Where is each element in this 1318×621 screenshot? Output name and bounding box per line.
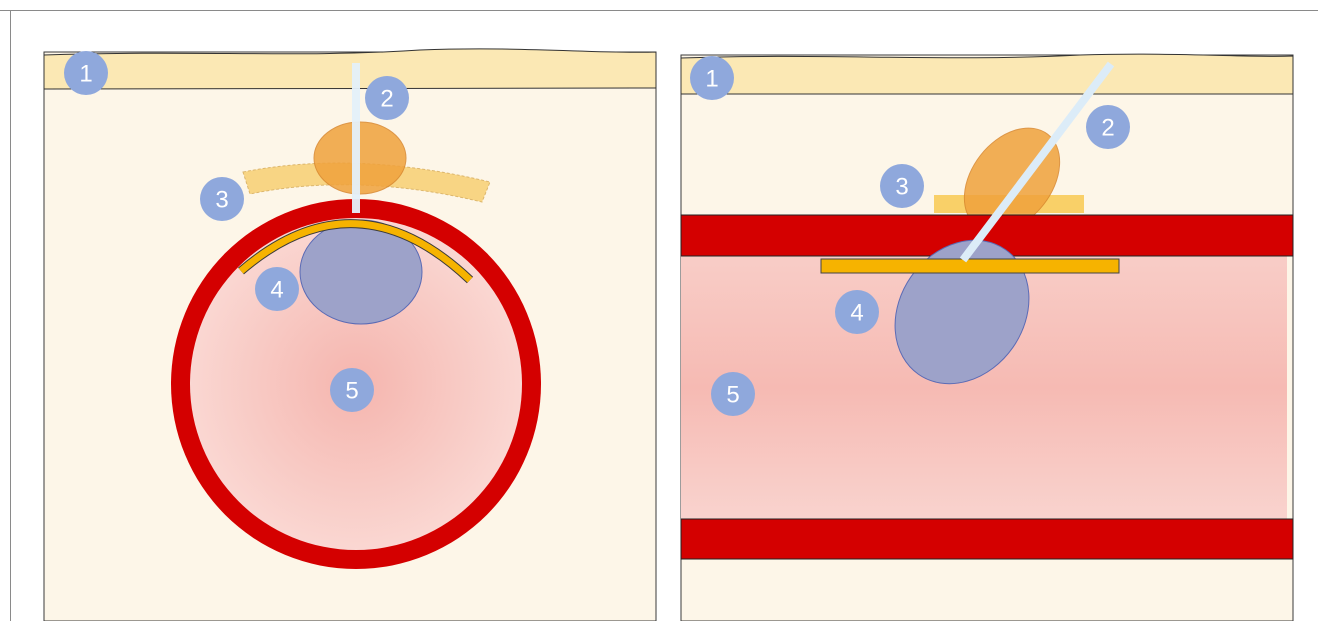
label-2-badge: 2 [365,76,409,120]
label-5-badge: 5 [711,372,755,416]
label-4-badge: 4 [255,267,299,311]
label-1-text: 1 [705,66,718,93]
label-3-badge: 3 [200,177,244,221]
panel-cross-section: 1 2 3 4 5 [44,49,656,621]
skin-layer [681,54,1293,94]
label-1-badge: 1 [64,51,108,95]
anchor-plate [821,259,1119,273]
label-5-badge: 5 [330,368,374,412]
label-2-text: 2 [1101,115,1114,142]
label-5-text: 5 [345,378,358,405]
label-1-badge: 1 [690,56,734,100]
skin-layer [44,49,656,89]
needle [352,63,360,213]
label-3-badge: 3 [880,164,924,208]
label-3-text: 3 [215,187,228,214]
label-4-text: 4 [270,277,283,304]
label-2-badge: 2 [1086,105,1130,149]
vessel-wall-bottom [681,519,1293,559]
label-4-text: 4 [850,300,863,327]
label-2-text: 2 [380,86,393,113]
label-5-text: 5 [726,382,739,409]
label-4-badge: 4 [835,290,879,334]
label-3-text: 3 [895,174,908,201]
label-1-text: 1 [79,61,92,88]
panel-longitudinal: 1 2 3 4 5 [681,54,1293,621]
